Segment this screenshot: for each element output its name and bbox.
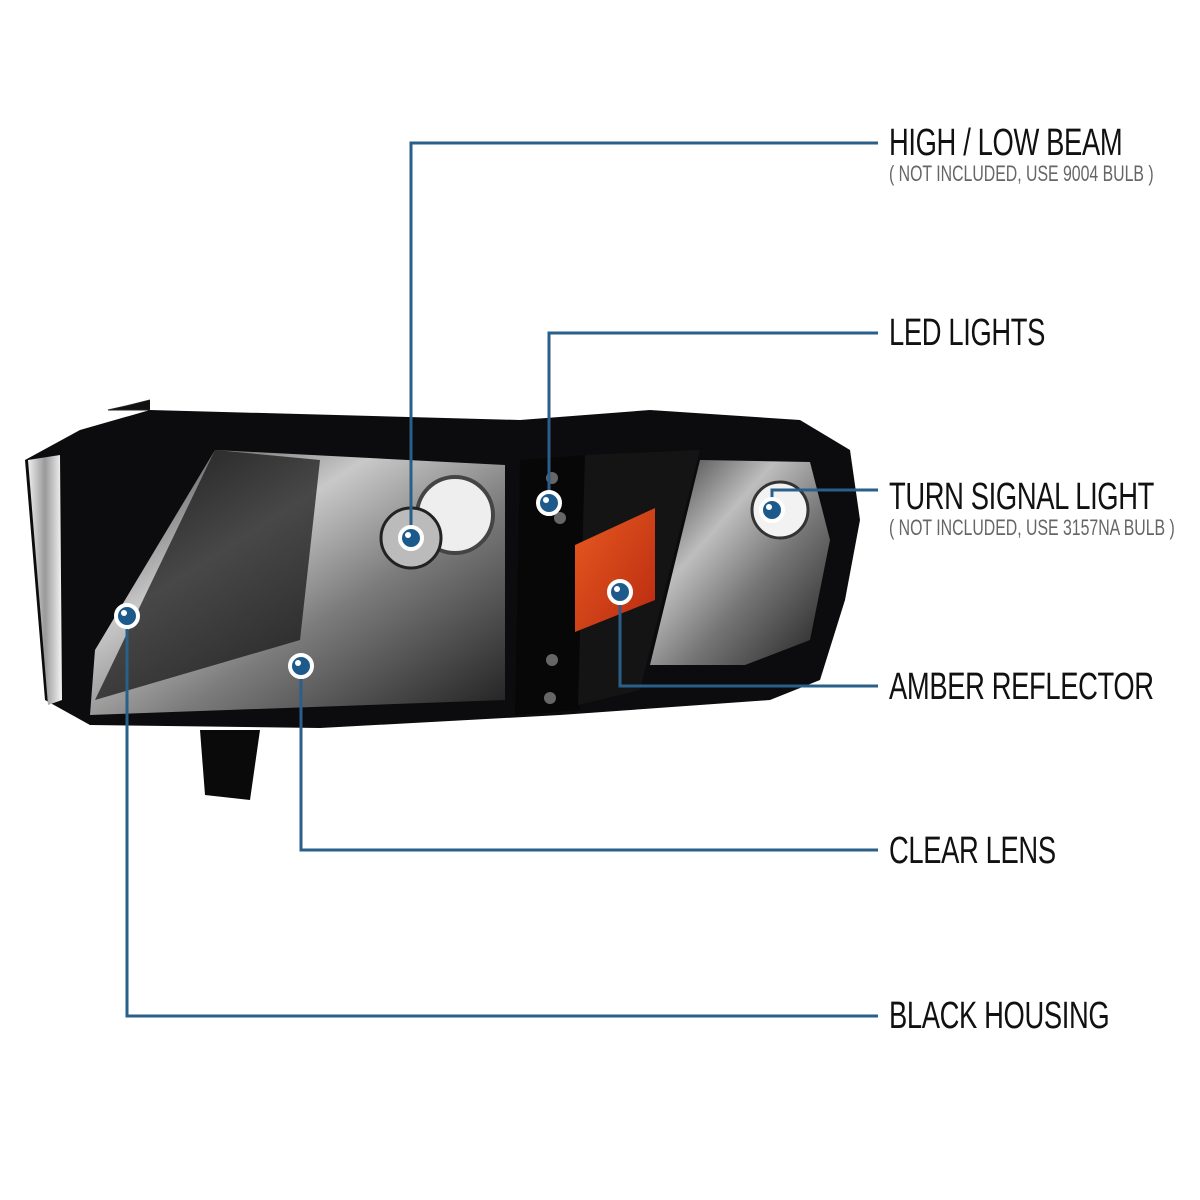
callout-dot-clear-lens (288, 653, 314, 679)
callout-title: AMBER REFLECTOR (889, 666, 1154, 708)
callout-title: BLACK HOUSING (889, 995, 1110, 1037)
callout-high-low-beam: HIGH / LOW BEAM ( NOT INCLUDED, USE 9004… (889, 123, 1154, 185)
callout-title: LED LIGHTS (889, 312, 1046, 354)
callout-black-housing: BLACK HOUSING (889, 995, 1110, 1037)
callout-dot-black-housing (114, 603, 140, 629)
callout-amber-reflector: AMBER REFLECTOR (889, 667, 1154, 707)
callout-line-led-lights (547, 331, 878, 503)
callout-clear-lens: CLEAR LENS (889, 831, 1056, 871)
callout-line-high-low-beam (409, 141, 878, 538)
callout-dot-amber-reflector (607, 579, 633, 605)
callout-turn-signal-light: TURN SIGNAL LIGHT ( NOT INCLUDED, USE 31… (889, 477, 1175, 539)
headlight-body (25, 399, 860, 800)
callout-title: HIGH / LOW BEAM (889, 122, 1123, 164)
callout-lines (125, 141, 878, 1018)
callout-subtitle: ( NOT INCLUDED, USE 3157NA BULB ) (889, 515, 1175, 540)
callout-title: TURN SIGNAL LIGHT (889, 476, 1154, 518)
callout-subtitle: ( NOT INCLUDED, USE 9004 BULB ) (889, 161, 1154, 186)
callout-dot-high-low-beam (398, 525, 424, 551)
callout-line-clear-lens (299, 666, 878, 852)
callout-dot-led-lights (536, 490, 562, 516)
callout-line-black-housing (125, 616, 878, 1018)
callout-dot-turn-signal (759, 497, 785, 523)
callout-dots (114, 490, 785, 679)
callout-title: CLEAR LENS (889, 830, 1056, 872)
callout-line-amber-reflector (618, 592, 878, 688)
callout-led-lights: LED LIGHTS (889, 313, 1045, 353)
